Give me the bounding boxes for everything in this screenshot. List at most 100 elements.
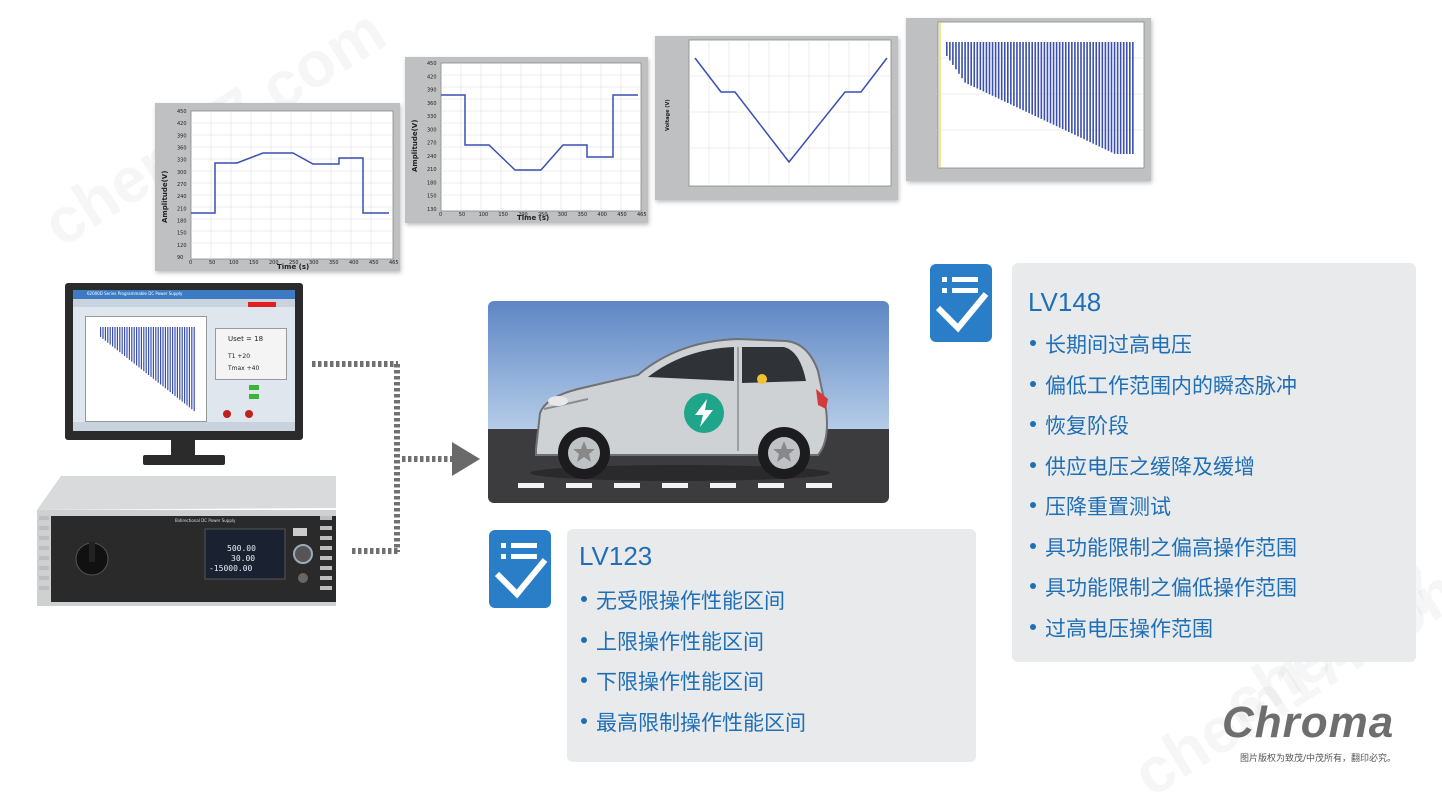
pulse-bar <box>1025 42 1027 112</box>
x-tick-label: 100 <box>479 212 489 218</box>
screen-bar <box>136 327 138 366</box>
card-lv123-title: LV123 <box>579 541 653 571</box>
screen-bar <box>145 327 147 374</box>
pulse-bar <box>979 42 982 90</box>
list-item: 具功能限制之偏低操作范围 <box>1030 568 1297 609</box>
screen-bar <box>169 327 171 393</box>
pulse-bar <box>1132 42 1134 154</box>
list-item: 无受限操作性能区间 <box>581 581 806 622</box>
pulse-bar <box>1046 42 1049 122</box>
x-tick-label: 350 <box>329 260 339 266</box>
x-tick-label: 200 <box>269 260 279 266</box>
x-tick-label: 0 <box>439 212 442 218</box>
pulse-bar <box>1077 42 1079 137</box>
connector-arrow-line <box>402 456 452 462</box>
screen-bar <box>116 327 118 351</box>
list-item: 供应电压之缓降及缓增 <box>1030 447 1297 488</box>
connector-monitor-horizontal <box>312 361 398 367</box>
screen-graph-svg <box>100 327 195 412</box>
pulse-bar <box>1061 42 1064 130</box>
screen-bar <box>155 327 157 381</box>
plot-voltage-profile-3: Voltage (V) <box>655 36 898 200</box>
pulse-bar <box>1074 42 1076 135</box>
y-tick-label: 270 <box>427 141 437 147</box>
pulse-bar <box>1007 42 1009 103</box>
y-tick-label: 90 <box>177 255 183 261</box>
pulse-bar <box>1089 42 1091 143</box>
pulse-bar <box>1028 42 1030 114</box>
screen-bar <box>107 327 109 343</box>
pulse-bar <box>1098 42 1101 147</box>
screen-bar <box>152 327 154 379</box>
pulse-bar <box>1010 42 1012 105</box>
y-tick-label: 180 <box>177 219 187 225</box>
screen-reading-t2: Tmax +40 <box>228 365 260 372</box>
x-tick-label: 150 <box>498 212 508 218</box>
x-tick-label: 450 <box>369 260 379 266</box>
screen-bar <box>100 327 102 337</box>
y-tick-label: 130 <box>427 207 437 213</box>
pulse-bar <box>1064 42 1067 131</box>
x-tick-label: 200 <box>518 212 528 218</box>
list-item: 偏低工作范围内的瞬态脉冲 <box>1030 366 1297 407</box>
screen-green-led-1 <box>249 385 259 390</box>
pulse-bar <box>1119 42 1122 154</box>
screen-bar <box>162 327 164 387</box>
screen-stop-button-1[interactable] <box>223 410 231 418</box>
y-tick-label: 390 <box>177 133 187 139</box>
screen-title: 62000D Series Programmable DC Power Supp… <box>87 291 183 296</box>
pulse-bar <box>1037 42 1040 118</box>
list-item: 上限操作性能区间 <box>581 622 806 663</box>
y-tick-label: 150 <box>427 194 437 200</box>
screen-bar <box>140 327 142 370</box>
chroma-logo: Chroma <box>1222 698 1395 747</box>
power-supply-unit: Bidirectional DC Power Supply 500.00 30.… <box>37 476 336 606</box>
plot-1-svg: Amplitude(V) Time (s) 450420390360330300… <box>161 109 399 271</box>
y-tick-label: 300 <box>427 127 437 133</box>
y-tick-label: 450 <box>427 61 437 67</box>
pulse-bar <box>1068 42 1070 132</box>
pulse-bar <box>1040 42 1043 119</box>
screen-bar <box>193 327 195 412</box>
screen-bar <box>167 327 169 391</box>
pulse-bar <box>1022 42 1024 111</box>
y-tick-label: 390 <box>427 88 437 94</box>
monitor-stand-neck <box>171 440 195 456</box>
screen-bar <box>121 327 123 355</box>
pulse-bar <box>1016 42 1018 108</box>
screen-reading-t1: T1 +20 <box>228 353 251 360</box>
y-tick-label: 240 <box>427 154 437 160</box>
pulse-bar <box>1116 42 1119 154</box>
pulse-bar <box>976 42 979 89</box>
x-tick-label: 300 <box>309 260 319 266</box>
pulse-bar <box>1003 42 1006 102</box>
card-lv123-list: 无受限操作性能区间 上限操作性能区间 下限操作性能区间 最高限制操作性能区间 <box>581 581 806 743</box>
x-tick-label: 100 <box>229 260 239 266</box>
pulse-bar <box>964 42 966 83</box>
pulse-bar <box>952 42 954 65</box>
screen-bar <box>172 327 174 394</box>
x-tick-label: 465 <box>637 212 647 218</box>
screen-bar <box>133 327 135 364</box>
list-item: 压降重置测试 <box>1030 487 1297 528</box>
pulse-bar <box>1083 42 1085 140</box>
car-scene-svg <box>488 301 889 503</box>
checklist-icon <box>489 530 551 608</box>
plot-1-xlabel: Time (s) <box>277 263 309 271</box>
pulse-bar <box>1034 42 1037 117</box>
pulse-bar <box>955 42 957 70</box>
screen-bar <box>131 327 133 362</box>
y-tick-label: 330 <box>177 158 187 164</box>
checklist-icon <box>930 264 992 342</box>
screen-bar <box>119 327 121 353</box>
connector-device-horizontal <box>352 548 398 554</box>
screen-stop-button-2[interactable] <box>245 410 253 418</box>
y-tick-label: 300 <box>177 170 187 176</box>
arrow-head <box>452 442 480 476</box>
x-tick-label: 465 <box>389 260 399 266</box>
plot-2-svg: Amplitude(V) Time (s) 450420390360330300… <box>411 61 647 222</box>
x-tick-label: 400 <box>597 212 607 218</box>
pulse-bar <box>946 42 948 56</box>
screen-bar <box>109 327 111 345</box>
